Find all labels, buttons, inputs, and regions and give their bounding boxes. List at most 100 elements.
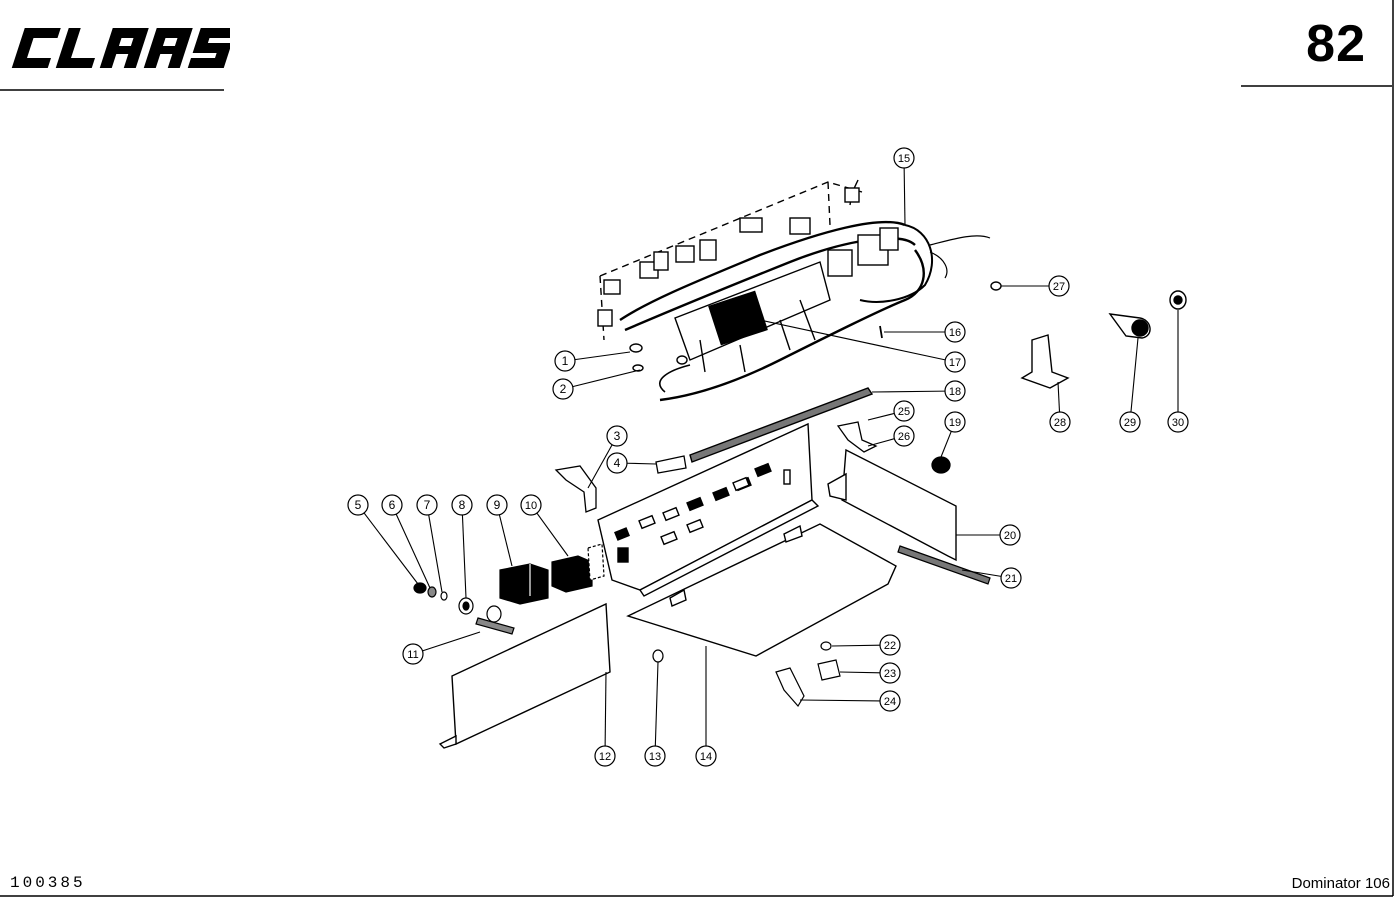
callout-number: 8 [459,498,466,512]
callout-number: 9 [494,498,501,512]
callout-circle [486,494,508,516]
bracket-part-24 [775,667,805,708]
strip-part-21 [897,545,991,585]
callout-number: 15 [898,153,910,165]
bracket-part-28 [1020,334,1070,389]
instrument-panel [597,422,820,597]
wiring-harness-assembly [597,179,1002,402]
callout-number: 28 [1054,417,1066,429]
leader-line-7 [428,514,443,593]
callout-circle [879,634,901,656]
callout-circle [606,452,628,474]
callout-19: 19 [944,411,966,433]
callout-circle [893,400,915,422]
callout-circle [879,662,901,684]
bracket-part-26 [836,421,878,453]
callout-27: 27 [1048,275,1070,297]
claas-logo [11,28,230,68]
leader-lines [363,167,1179,747]
callout-number: 19 [949,417,961,429]
cover-plate-part-14 [626,523,897,657]
relay-part-9 [499,563,549,605]
callout-number: 10 [525,500,537,512]
leader-line-6 [395,513,431,589]
side-panel-part-20 [827,448,957,562]
callout-11: 11 [402,643,424,665]
leader-line-22 [831,644,881,647]
callout-circle [347,494,369,516]
callout-30: 30 [1167,411,1189,433]
leader-line-2 [572,369,641,388]
callout-8: 8 [451,494,473,516]
clip-part-23 [817,659,841,681]
label-plate-part-4 [655,455,687,474]
leader-line-13 [654,661,659,747]
callout-14: 14 [695,745,717,767]
callout-circle [893,147,915,169]
callout-number: 14 [700,751,712,763]
callout-number: 4 [614,456,621,470]
callout-circle [594,745,616,767]
knob-part-29 [1108,313,1151,339]
strip-part-18 [689,387,874,463]
callout-26: 26 [893,425,915,447]
leader-line-26 [867,438,895,447]
callout-circle [1167,411,1189,433]
callout-12: 12 [594,745,616,767]
callout-28: 28 [1049,411,1071,433]
front-panel-part-12 [438,602,611,749]
leader-line-28 [1057,381,1061,413]
nut-part-30 [1169,290,1187,310]
callout-circle [893,425,915,447]
leader-line-25 [867,412,895,421]
leader-line-17 [759,319,946,361]
callout-circle [1119,411,1141,433]
leader-line-8 [461,514,467,599]
callout-number: 29 [1124,417,1136,429]
model-name: Dominator 106 [1291,875,1390,892]
callout-number: 26 [898,431,910,443]
leader-line-9 [498,514,513,567]
callout-number: 16 [949,327,961,339]
callout-23: 23 [879,662,901,684]
callout-number: 1 [562,354,569,368]
leader-line-5 [363,512,419,585]
callout-circle [944,411,966,433]
callout-number: 24 [884,696,896,708]
washer-part-6 [427,586,437,598]
callout-circle [552,378,574,400]
leader-line-29 [1130,337,1139,413]
callout-number: 21 [1005,573,1017,585]
leader-line-12 [604,671,607,747]
callout-circle [402,643,424,665]
callout-9: 9 [486,494,508,516]
callout-circle [944,380,966,402]
callout-number: 7 [424,498,431,512]
leader-line-4 [626,462,657,465]
callout-5: 5 [347,494,369,516]
callout-circle [644,745,666,767]
callout-circle [381,494,403,516]
callout-number: 25 [898,406,910,418]
callout-17: 17 [944,351,966,373]
callout-number: 18 [949,386,961,398]
callout-circle [520,494,542,516]
page-number: 82 [1306,15,1366,73]
callout-circle [1049,411,1071,433]
washer-part-22 [820,641,832,651]
callout-number: 12 [599,751,611,763]
callout-circle [554,350,576,372]
leader-line-15 [903,167,906,226]
callout-number: 23 [884,668,896,680]
callout-18: 18 [944,380,966,402]
callout-number: 30 [1172,417,1184,429]
callout-16: 16 [944,321,966,343]
drawing-code: 100385 [10,874,86,892]
callout-number: 6 [389,498,396,512]
callout-25: 25 [893,400,915,422]
callout-number: 2 [560,382,567,396]
